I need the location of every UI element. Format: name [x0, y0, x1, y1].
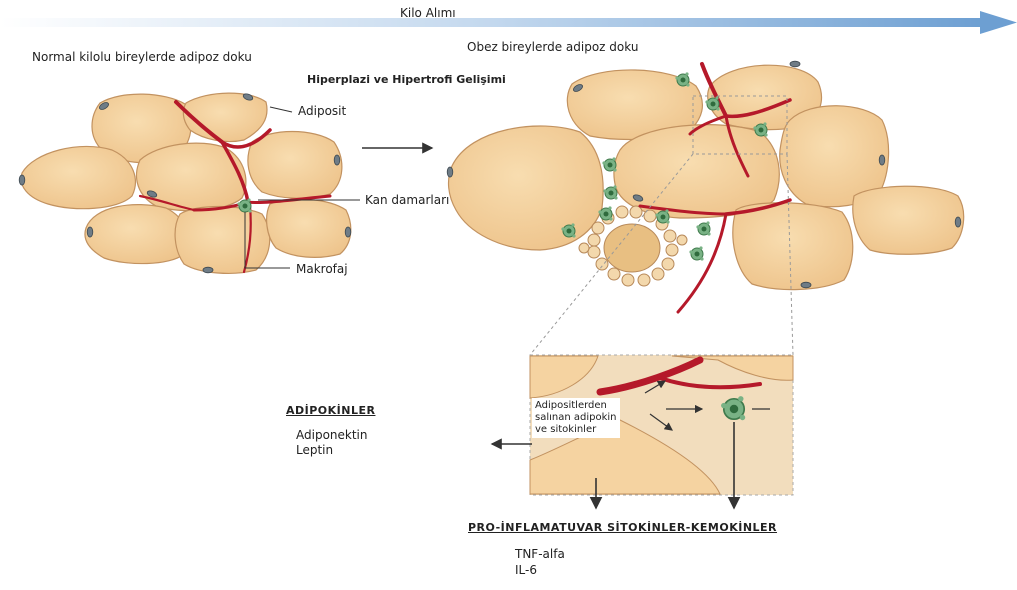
adipokine-item-adiponectin: Adiponektin [296, 428, 368, 442]
adipocyte [449, 126, 604, 250]
adipocyte [175, 207, 270, 274]
inset-label-line3: ve sitokinler [535, 424, 617, 436]
hyperplasia-subtitle: Hiperplazi ve Hipertrofi Gelişimi [307, 73, 506, 86]
adipokines-title: ADİPOKİNLER [286, 404, 375, 417]
cytokine-item-tnf: TNF-alfa [515, 547, 565, 561]
adipokine-item-leptin: Leptin [296, 443, 333, 457]
adipocyte [183, 93, 267, 141]
inset-label-line1: Adipositlerden [535, 400, 617, 412]
adipocyte-callout: Adiposit [298, 104, 346, 118]
adipocyte [85, 205, 187, 264]
adipocyte [853, 186, 964, 254]
normal-adipose-tissue [19, 93, 351, 274]
weight-gain-arrow [0, 11, 1017, 34]
inset-label-line2: salınan adipokin [535, 412, 617, 424]
inset-label: Adipositlerden salınan adipokin ve sitok… [532, 398, 620, 438]
weight-gain-label: Kilo Alımı [400, 6, 456, 20]
normal-tissue-title: Normal kilolu bireylerde adipoz doku [32, 50, 252, 64]
obese-tissue-title: Obez bireylerde adipoz doku [467, 40, 638, 54]
adipocyte [733, 203, 853, 290]
cytokine-item-il6: IL-6 [515, 563, 537, 577]
vessels-callout: Kan damarları [365, 193, 449, 207]
macrophage-callout: Makrofaj [296, 262, 348, 276]
adipocyte [248, 132, 342, 199]
adipocyte [267, 199, 351, 257]
obese-adipose-tissue [447, 61, 963, 312]
cytokines-title: PRO-İNFLAMATUVAR SİTOKİNLER-KEMOKİNLER [468, 521, 777, 534]
adipocyte [21, 146, 135, 208]
